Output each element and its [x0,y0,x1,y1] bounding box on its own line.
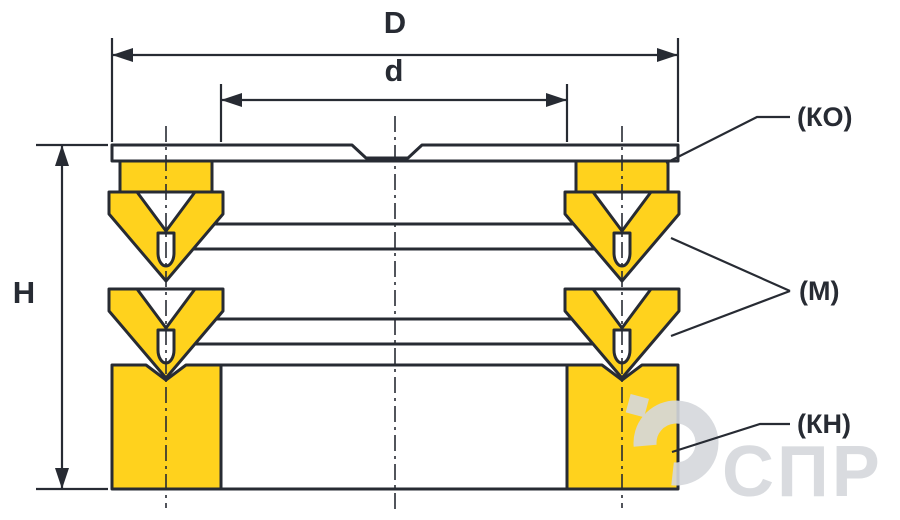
arrowhead [657,48,678,62]
leader-line-m-upper [670,236,791,293]
part-label-m: (М) [799,276,839,306]
arrowhead [112,48,133,62]
dimension-label-D: D [384,5,406,40]
part-label-ko: (КО) [797,102,852,132]
chevron-cuff-row-1 [107,190,681,283]
seal-stack [107,143,681,491]
arrowhead [221,93,242,107]
arrowhead [55,468,69,489]
dimension-outer-diameter: D [110,5,680,142]
watermark-logo-square [625,393,649,418]
leader-line-m-lower [670,289,791,338]
dimension-height: H [13,143,108,491]
leader-line-ko [665,115,790,164]
watermark-text: СПР [722,432,883,512]
part-label-kn: (КН) [797,409,851,439]
dimension-label-H: H [13,275,35,310]
chevron-cuff-row-2-bore-edges [180,317,608,346]
part-callouts: (КО) (М) (КН) [665,102,852,454]
support-ring-flange [110,143,680,163]
dimension-label-d: d [385,53,404,88]
chevron-left-2-slot [156,328,176,365]
dimension-inner-diameter: d [219,53,569,142]
arrowhead [546,93,567,107]
arrowhead [55,145,69,166]
leader-line-kn [671,422,790,454]
centerlines [165,116,623,512]
chevron-right-2-slot [612,328,632,365]
